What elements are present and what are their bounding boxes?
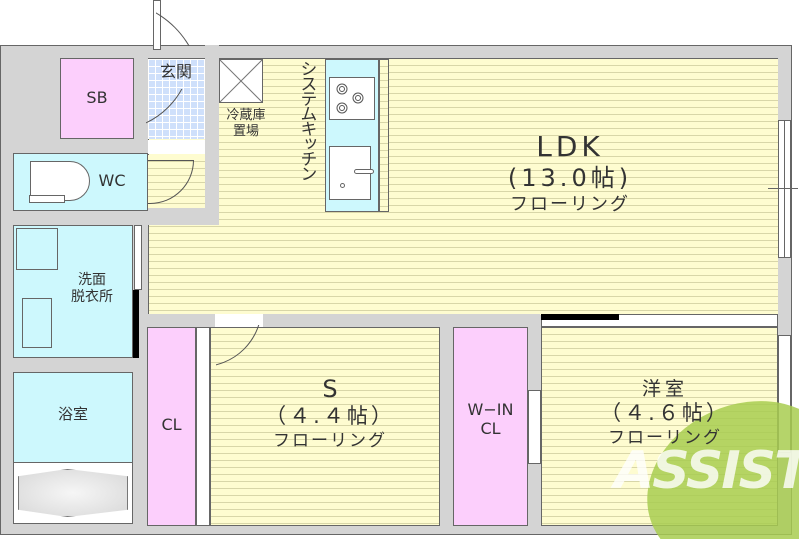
wic-label: W−IN CL bbox=[467, 400, 514, 439]
cl-doors[interactable] bbox=[196, 327, 210, 526]
stove-icon bbox=[329, 77, 375, 120]
cl-label: CL bbox=[161, 415, 182, 434]
sink-icon bbox=[329, 146, 374, 200]
burner-icon bbox=[336, 83, 364, 114]
wic-door[interactable] bbox=[528, 390, 541, 464]
kitchen-label: システムキッチン bbox=[296, 60, 317, 180]
sb-label: SB bbox=[86, 88, 108, 107]
interior-wall bbox=[205, 45, 219, 225]
toilet-tank-icon bbox=[29, 195, 65, 203]
interior-wall bbox=[147, 314, 440, 327]
fridge-label: 冷蔵庫 置場 bbox=[226, 108, 266, 139]
fridge-cross-icon bbox=[219, 59, 263, 103]
ldk-label: LDK (13.0帖) フローリング bbox=[507, 130, 633, 216]
sliding-door[interactable] bbox=[133, 290, 139, 358]
washing-machine-icon bbox=[16, 228, 58, 270]
genkan-step bbox=[148, 140, 205, 154]
window-marker bbox=[768, 188, 798, 189]
room-sb[interactable] bbox=[60, 58, 134, 139]
window-ldk bbox=[778, 120, 791, 258]
room-s[interactable] bbox=[210, 327, 440, 526]
washbasin-icon bbox=[22, 298, 52, 348]
sliding-door-open[interactable] bbox=[134, 225, 142, 290]
s-label: S （４.４帖） フローリング bbox=[265, 375, 395, 451]
genkan-label: 玄関 bbox=[159, 62, 192, 81]
fridge-space bbox=[219, 59, 263, 103]
wc-label: WC bbox=[98, 171, 126, 190]
interior-wall bbox=[148, 208, 218, 225]
assist-watermark: ASSIST bbox=[609, 380, 799, 539]
bathtub-icon bbox=[13, 462, 133, 524]
room-senmen[interactable] bbox=[13, 225, 133, 358]
s-door-opening[interactable] bbox=[215, 314, 263, 327]
sliding-door-panel bbox=[541, 314, 619, 320]
yokushitsu-label: 浴室 bbox=[57, 405, 88, 423]
senmen-label: 洗面 脱衣所 bbox=[71, 272, 113, 305]
room-cl[interactable] bbox=[147, 327, 196, 526]
room-wic[interactable] bbox=[453, 327, 528, 526]
toilet-icon bbox=[30, 161, 90, 201]
kitchen-backsplash bbox=[379, 59, 389, 212]
yoshitsu-label: 洋室 （４.６帖） フローリング bbox=[600, 378, 730, 448]
